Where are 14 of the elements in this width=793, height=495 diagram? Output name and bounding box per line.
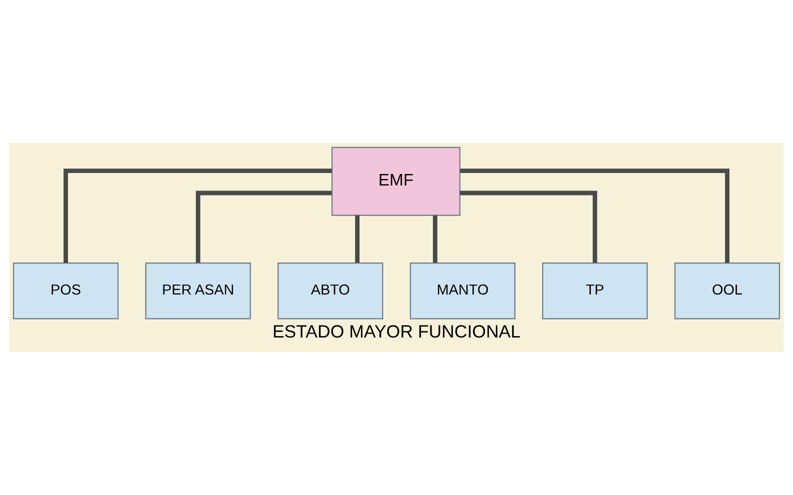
connector	[432, 215, 438, 263]
caption: ESTADO MAYOR FUNCIONAL	[272, 321, 521, 342]
connector	[460, 168, 730, 263]
node-box: PER ASAN	[145, 262, 251, 320]
connector	[64, 168, 332, 263]
node-box: POS	[12, 262, 119, 320]
connector	[355, 215, 360, 263]
connector	[196, 190, 332, 263]
node-box: EMF	[331, 146, 460, 216]
node-box: ABTO	[278, 262, 384, 320]
node-box: TP	[542, 262, 648, 320]
connector	[460, 190, 598, 263]
node-box: MANTO	[410, 262, 516, 320]
node-box: OOL	[674, 262, 780, 320]
